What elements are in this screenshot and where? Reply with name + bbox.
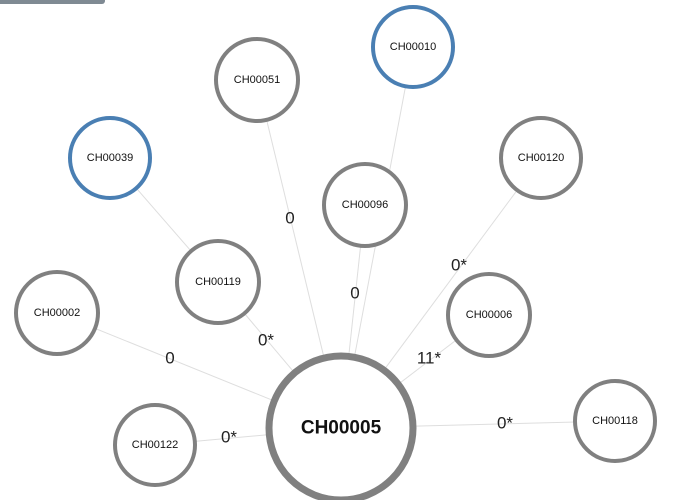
edge-labels-layer: 0 0* 0 0* 0 11* 0* 0* (165, 209, 513, 447)
edge-label-CH00119: 0* (258, 331, 274, 350)
top-toolbar-strip (0, 0, 105, 4)
node-circle-CH00002[interactable] (14, 270, 100, 356)
edge-label-CH00096: 0 (350, 284, 359, 303)
node-CH00005[interactable]: CH00005 (265, 352, 417, 500)
node-label-CH00119: CH00119 (195, 276, 241, 288)
node-label-CH00039: CH00039 (87, 152, 133, 164)
edge-label-CH00006: 11* (417, 349, 442, 368)
node-CH00002[interactable]: CH00002 (14, 270, 100, 356)
node-CH00118[interactable]: CH00118 (573, 379, 657, 463)
node-CH00006[interactable]: CH00006 (446, 272, 532, 358)
node-circle-CH00119[interactable] (175, 239, 261, 325)
edge-label-CH00120: 0* (451, 256, 467, 275)
node-label-CH00006: CH00006 (466, 309, 512, 321)
node-label-CH00122: CH00122 (132, 439, 178, 451)
node-circle-CH00120[interactable] (499, 116, 583, 200)
node-CH00039[interactable]: CH00039 (68, 116, 152, 200)
node-label-CH00118: CH00118 (592, 415, 638, 427)
node-CH00096[interactable]: CH00096 (322, 162, 408, 248)
node-label-CH00096: CH00096 (342, 199, 388, 211)
node-circle-CH00118[interactable] (573, 379, 657, 463)
node-circle-CH00010[interactable] (371, 5, 455, 89)
node-label-CH00051: CH00051 (234, 74, 280, 86)
edge-label-CH00002: 0 (165, 349, 174, 368)
node-circle-CH00039[interactable] (68, 116, 152, 200)
node-CH00120[interactable]: CH00120 (499, 116, 583, 200)
node-circle-CH00006[interactable] (446, 272, 532, 358)
node-label-CH00120: CH00120 (518, 152, 564, 164)
node-CH00051[interactable]: CH00051 (214, 37, 300, 123)
edge-label-CH00051: 0 (285, 209, 294, 228)
node-circle-CH00122[interactable] (113, 403, 197, 487)
node-CH00119[interactable]: CH00119 (175, 239, 261, 325)
node-circle-CH00096[interactable] (322, 162, 408, 248)
edge-label-CH00118: 0* (497, 414, 513, 433)
node-CH00122[interactable]: CH00122 (113, 403, 197, 487)
node-circle-CH00051[interactable] (214, 37, 300, 123)
node-circle-CH00005[interactable] (265, 352, 417, 500)
node-CH00010[interactable]: CH00010 (371, 5, 455, 89)
node-label-CH00010: CH00010 (390, 41, 436, 53)
node-label-CH00005: CH00005 (301, 418, 382, 439)
edge-label-CH00122: 0* (221, 428, 237, 447)
node-label-CH00002: CH00002 (34, 307, 80, 319)
